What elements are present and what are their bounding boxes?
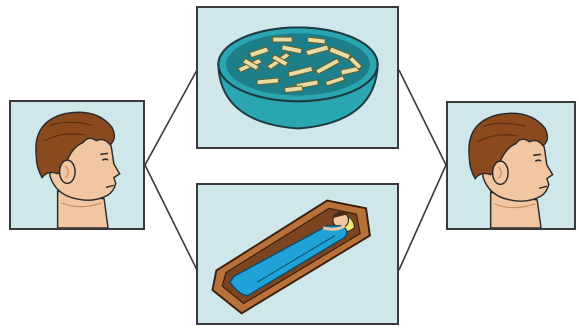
connector-left-top <box>145 70 197 165</box>
panel-bowl <box>196 6 399 149</box>
boy-head-icon <box>448 103 574 228</box>
connector-top-right <box>399 70 446 165</box>
bowl-of-food-icon <box>198 8 397 147</box>
coffin-sleeper-icon <box>198 185 397 323</box>
connector-bottom-right <box>399 165 446 270</box>
boy-head-icon <box>11 102 143 228</box>
panel-head-left <box>9 100 145 230</box>
connector-left-bottom <box>145 165 197 270</box>
panel-head-right <box>446 101 576 230</box>
panel-coffin <box>196 183 399 325</box>
